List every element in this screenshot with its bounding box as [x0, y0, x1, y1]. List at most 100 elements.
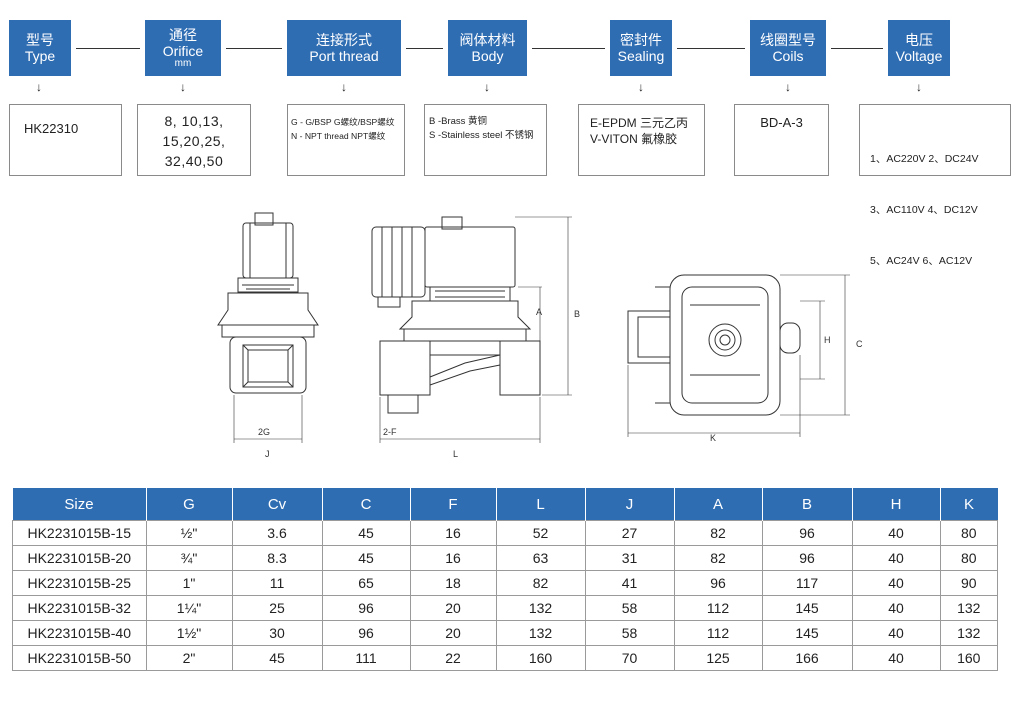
model-cell: HK2231015B-15 [12, 520, 147, 546]
header-type-en: Type [24, 48, 56, 64]
table-cell: 160 [939, 645, 998, 671]
down-arrow-icon: ↓ [180, 80, 186, 94]
dim-label-b: B [574, 309, 580, 319]
header-orifice-unit: mm [174, 58, 192, 70]
table-cell: 96 [761, 520, 853, 546]
table-cell: 40 [851, 595, 941, 621]
table-cell: 8.3 [231, 545, 323, 571]
table-cell: 80 [939, 545, 998, 571]
table-cell: 80 [939, 520, 998, 546]
header-orifice-cn: 通径 [169, 26, 197, 43]
table-cell: 1¼" [145, 595, 233, 621]
col-header: L [495, 488, 585, 521]
col-header: J [584, 488, 674, 521]
table-cell: 82 [495, 570, 586, 596]
connector-line [677, 48, 745, 49]
value-orifice-line: 32,40,50 [164, 153, 224, 169]
header-voltage-en: Voltage [895, 48, 943, 64]
model-cell: HK2231015B-50 [12, 645, 147, 671]
table-cell: 96 [321, 595, 411, 621]
value-voltage-line: 3、AC110V 4、DC12V [870, 204, 978, 216]
down-arrow-icon: ↓ [341, 80, 347, 94]
connector-line [831, 48, 883, 49]
value-type: HK22310 [24, 121, 79, 136]
table-cell: 16 [409, 520, 497, 546]
col-header: B [761, 488, 852, 521]
model-cell: HK2231015B-40 [12, 620, 147, 646]
table-cell: 65 [321, 570, 411, 596]
down-arrow-icon: ↓ [484, 80, 490, 94]
header-voltage-cn: 电压 [905, 31, 933, 48]
table-cell: 63 [495, 545, 586, 571]
model-cell: HK2231015B-25 [12, 570, 147, 596]
col-header: Cv [231, 488, 322, 521]
front-view [217, 212, 319, 443]
table-cell: 31 [584, 545, 675, 571]
table-cell: 45 [321, 520, 411, 546]
value-sealing-line: V-VITON 氟橡胶 [590, 132, 678, 146]
dim-label-a: A [536, 307, 542, 317]
table-cell: 58 [584, 595, 675, 621]
model-cell: HK2231015B-32 [12, 595, 147, 621]
dim-label-f: 2-F [383, 427, 397, 437]
table-cell: 40 [851, 545, 941, 571]
col-header: C [321, 488, 410, 521]
table-cell: 112 [673, 620, 763, 646]
value-voltage-line: 5、AC24V 6、AC12V [870, 255, 973, 267]
down-arrow-icon: ↓ [638, 80, 644, 94]
table-cell: 132 [939, 595, 998, 621]
header-orifice: 通径 Orifice mm [145, 20, 221, 76]
col-header: K [939, 488, 998, 521]
header-sealing-cn: 密封件 [620, 31, 662, 48]
table-cell: 111 [321, 645, 411, 671]
header-orifice-en: Orifice [162, 43, 204, 59]
connector-line [406, 48, 443, 49]
col-header: A [673, 488, 762, 521]
header-port-en: Port thread [309, 48, 379, 64]
valve-drawing: 2G J 2-F L A B H C K [217, 212, 863, 459]
dim-label-j: J [265, 449, 270, 459]
dim-label-l: L [453, 449, 458, 459]
down-arrow-icon: ↓ [785, 80, 791, 94]
table-cell: 1" [145, 570, 233, 596]
connector-line [532, 48, 605, 49]
header-coils-cn: 线圈型号 [760, 31, 816, 48]
table-cell: 20 [409, 620, 497, 646]
table-cell: 160 [495, 645, 586, 671]
value-port-box: G - G/BSP G螺纹/BSP螺纹 N - NPT thread NPT螺纹 [287, 104, 405, 176]
header-sealing: 密封件 Sealing [610, 20, 672, 76]
value-orifice-line: 8, 10,13, [164, 113, 224, 129]
value-body-box: B -Brass 黄铜 S -Stainless steel 不锈钢 [424, 104, 547, 176]
col-header: G [145, 488, 232, 521]
col-header: H [851, 488, 940, 521]
table-cell: 30 [231, 620, 323, 646]
table-cell: 96 [761, 545, 853, 571]
value-orifice-box: 8, 10,13, 15,20,25, 32,40,50 [137, 104, 251, 176]
value-port-line: G - G/BSP G螺纹/BSP螺纹 [291, 117, 395, 127]
value-coils-box: BD-A-3 [734, 104, 829, 176]
table-cell: 40 [851, 620, 941, 646]
value-port-line: N - NPT thread NPT螺纹 [291, 131, 386, 141]
table-cell: 125 [673, 645, 763, 671]
col-header: F [409, 488, 496, 521]
side-view [371, 216, 572, 443]
value-body-line: B -Brass 黄铜 [429, 116, 488, 127]
down-arrow-icon: ↓ [916, 80, 922, 94]
table-cell: 25 [231, 595, 323, 621]
connector-line [76, 48, 140, 49]
dim-label-h: H [824, 335, 831, 345]
value-body-line: S -Stainless steel 不锈钢 [429, 130, 534, 141]
header-body-cn: 阀体材料 [459, 31, 516, 48]
table-cell: 90 [939, 570, 998, 596]
table-cell: 96 [673, 570, 763, 596]
header-port: 连接形式 Port thread [287, 20, 401, 76]
value-sealing-line: E-EPDM 三元乙丙 [590, 116, 689, 130]
table-cell: 20 [409, 595, 497, 621]
header-port-cn: 连接形式 [316, 31, 372, 48]
table-cell: 41 [584, 570, 675, 596]
